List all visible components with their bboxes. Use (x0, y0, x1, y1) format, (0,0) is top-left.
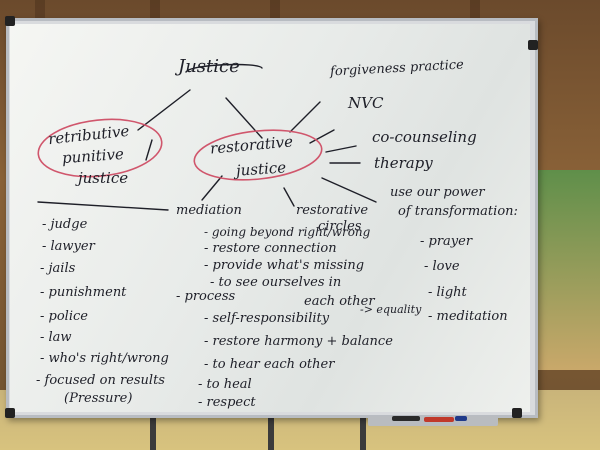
restorative-justice-label: justice (235, 158, 287, 180)
branch-therapy: therapy (374, 154, 433, 172)
arrow-line (325, 145, 357, 153)
board-corner (528, 40, 538, 50)
board-corner (5, 408, 15, 418)
retributive-item: (Pressure) (64, 391, 133, 406)
arrow-line (283, 187, 295, 207)
retributive-item: - judge (42, 217, 88, 232)
retributive-circle (37, 118, 163, 178)
arrow-line (201, 175, 223, 201)
retributive-justice-label: justice (78, 169, 129, 187)
marker (424, 417, 454, 422)
circles-label: restorative (296, 203, 369, 218)
branch-cocounseling: co-counseling (372, 128, 477, 146)
process-item: - going beyond right/wrong (204, 225, 371, 239)
arrow-line (309, 129, 335, 144)
marker (455, 416, 467, 421)
arrow-line (289, 101, 321, 133)
easel-leg (268, 418, 274, 450)
retributive-item: - lawyer (42, 239, 95, 254)
power-item: - prayer (420, 234, 473, 249)
process-item: - restore connection (204, 241, 337, 256)
process-item: -> equality (360, 303, 422, 316)
punitive-label: punitive (61, 144, 125, 168)
power-item: - meditation (428, 309, 508, 324)
process-item: - provide what's missing (204, 258, 365, 273)
arrow-line (321, 177, 377, 203)
marker (392, 416, 420, 421)
process-item: - to hear each other (204, 357, 335, 372)
power-item: - light (428, 285, 467, 300)
process-item: - respect (198, 395, 256, 410)
process-item: each other (304, 294, 375, 309)
process-item: - to see ourselves in (210, 275, 342, 290)
process-item: - process (176, 289, 236, 304)
retributive-item: - law (40, 330, 72, 345)
easel-leg (360, 418, 366, 450)
retributive-item: - jails (40, 261, 76, 276)
process-item: - restore harmony + balance (204, 334, 393, 349)
board-corner (512, 408, 522, 418)
retributive-item: - police (40, 309, 88, 324)
retributive-item: - who's right/wrong (40, 351, 169, 366)
retributive-item: - punishment (40, 285, 127, 300)
process-item: - self-responsibility (204, 311, 330, 326)
board-title: Justice (178, 56, 240, 77)
restorative-circle (193, 129, 323, 181)
divider-line (37, 201, 169, 211)
power-heading: use our power (390, 185, 485, 200)
power-item: - love (424, 259, 460, 274)
connector-line (137, 89, 191, 131)
title-underline (185, 63, 263, 73)
circles-label: circles (318, 219, 362, 234)
power-heading: of transformation: (398, 204, 518, 219)
board-corner (5, 16, 15, 26)
process-item: - to heal (198, 377, 252, 392)
tick-mark (145, 139, 153, 161)
easel-leg (150, 418, 156, 450)
retributive-item: - focused on results (36, 373, 165, 388)
branch-nvc: NVC (348, 94, 384, 112)
whiteboard-surface (10, 24, 530, 412)
mediation-label: mediation (176, 203, 242, 218)
